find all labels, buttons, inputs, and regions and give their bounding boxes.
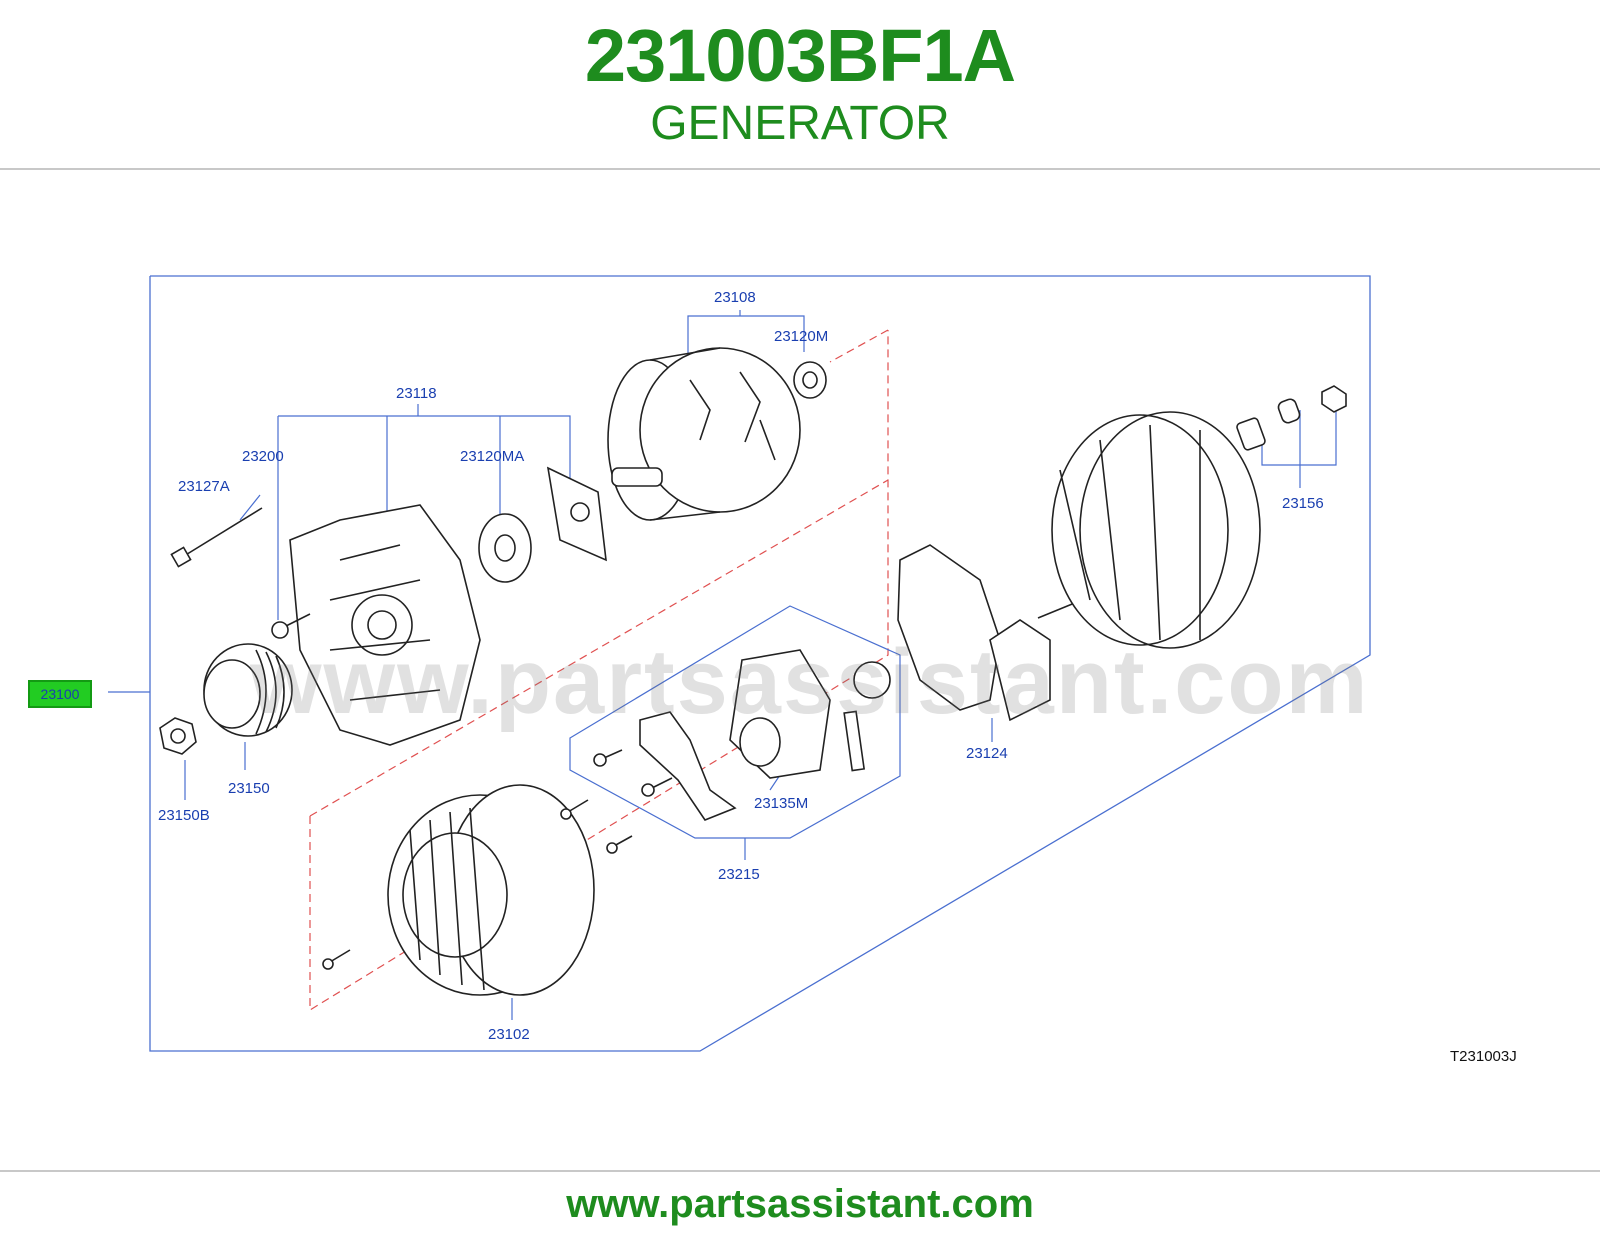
callout-23215[interactable]: 23215 — [718, 866, 760, 883]
pulley-bearing-23120M-drawing — [793, 361, 827, 399]
figure-code[interactable]: T231003J — [1450, 1048, 1517, 1065]
callout-23124[interactable]: 23124 — [966, 745, 1008, 762]
leader-lines — [184, 310, 1337, 1020]
watermark-text: www.partsassistant.com — [250, 631, 1370, 733]
footer-divider — [0, 1170, 1600, 1172]
callout-labels: 23108 23120M 23118 23200 23120MA 23127A … — [158, 289, 1517, 1065]
assembly-bracket — [149, 275, 1371, 1052]
exploded-parts-diagram: 23108 23120M 23118 23200 23120MA 23127A … — [108, 275, 1517, 1065]
dashed-assembly-outline — [309, 330, 889, 1012]
part-name-subtitle: GENERATOR — [650, 97, 950, 150]
bearing-23120MA-drawing — [478, 513, 532, 583]
page-header: 231003BF1A GENERATOR — [0, 0, 1600, 170]
callout-23200[interactable]: 23200 — [242, 448, 284, 465]
rear-bracket-drawing — [1051, 411, 1261, 649]
rectifier-drawing — [897, 544, 1083, 722]
callout-23150B[interactable]: 23150B — [158, 807, 210, 824]
nut-23150B-drawing — [159, 717, 197, 755]
terminal-23156-drawing — [1236, 385, 1347, 451]
pulley-23150-drawing — [203, 643, 293, 737]
regulator-subassembly-box — [569, 605, 901, 839]
screw-23200-drawing — [271, 613, 311, 639]
stator-screws-drawing — [322, 799, 633, 970]
callout-23118[interactable]: 23118 — [396, 385, 437, 402]
callout-23135M[interactable]: 23135M — [754, 795, 808, 812]
callout-23156[interactable]: 23156 — [1282, 495, 1324, 512]
callout-23120M[interactable]: 23120M — [774, 328, 828, 345]
callout-23150[interactable]: 23150 — [228, 780, 270, 797]
main-assembly-ref-23100[interactable]: 23100 — [28, 680, 92, 708]
retainer-plate-drawing — [546, 466, 607, 562]
callout-23108[interactable]: 23108 — [714, 289, 756, 306]
regulator-drawing — [593, 649, 891, 821]
main-assembly-ref-label: 23100 — [40, 686, 80, 702]
rotor-drawing — [607, 347, 801, 521]
callout-23127A[interactable]: 23127A — [178, 478, 230, 495]
footer-url[interactable]: www.partsassistant.com — [566, 1182, 1034, 1226]
through-bolt-drawing — [170, 507, 263, 568]
callout-23120MA[interactable]: 23120MA — [460, 448, 524, 465]
callout-23102[interactable]: 23102 — [488, 1026, 530, 1043]
stator-drawing — [387, 784, 595, 996]
part-number-title: 231003BF1A — [584, 14, 1016, 97]
front-bracket-drawing — [289, 504, 481, 746]
header-divider — [0, 168, 1600, 170]
